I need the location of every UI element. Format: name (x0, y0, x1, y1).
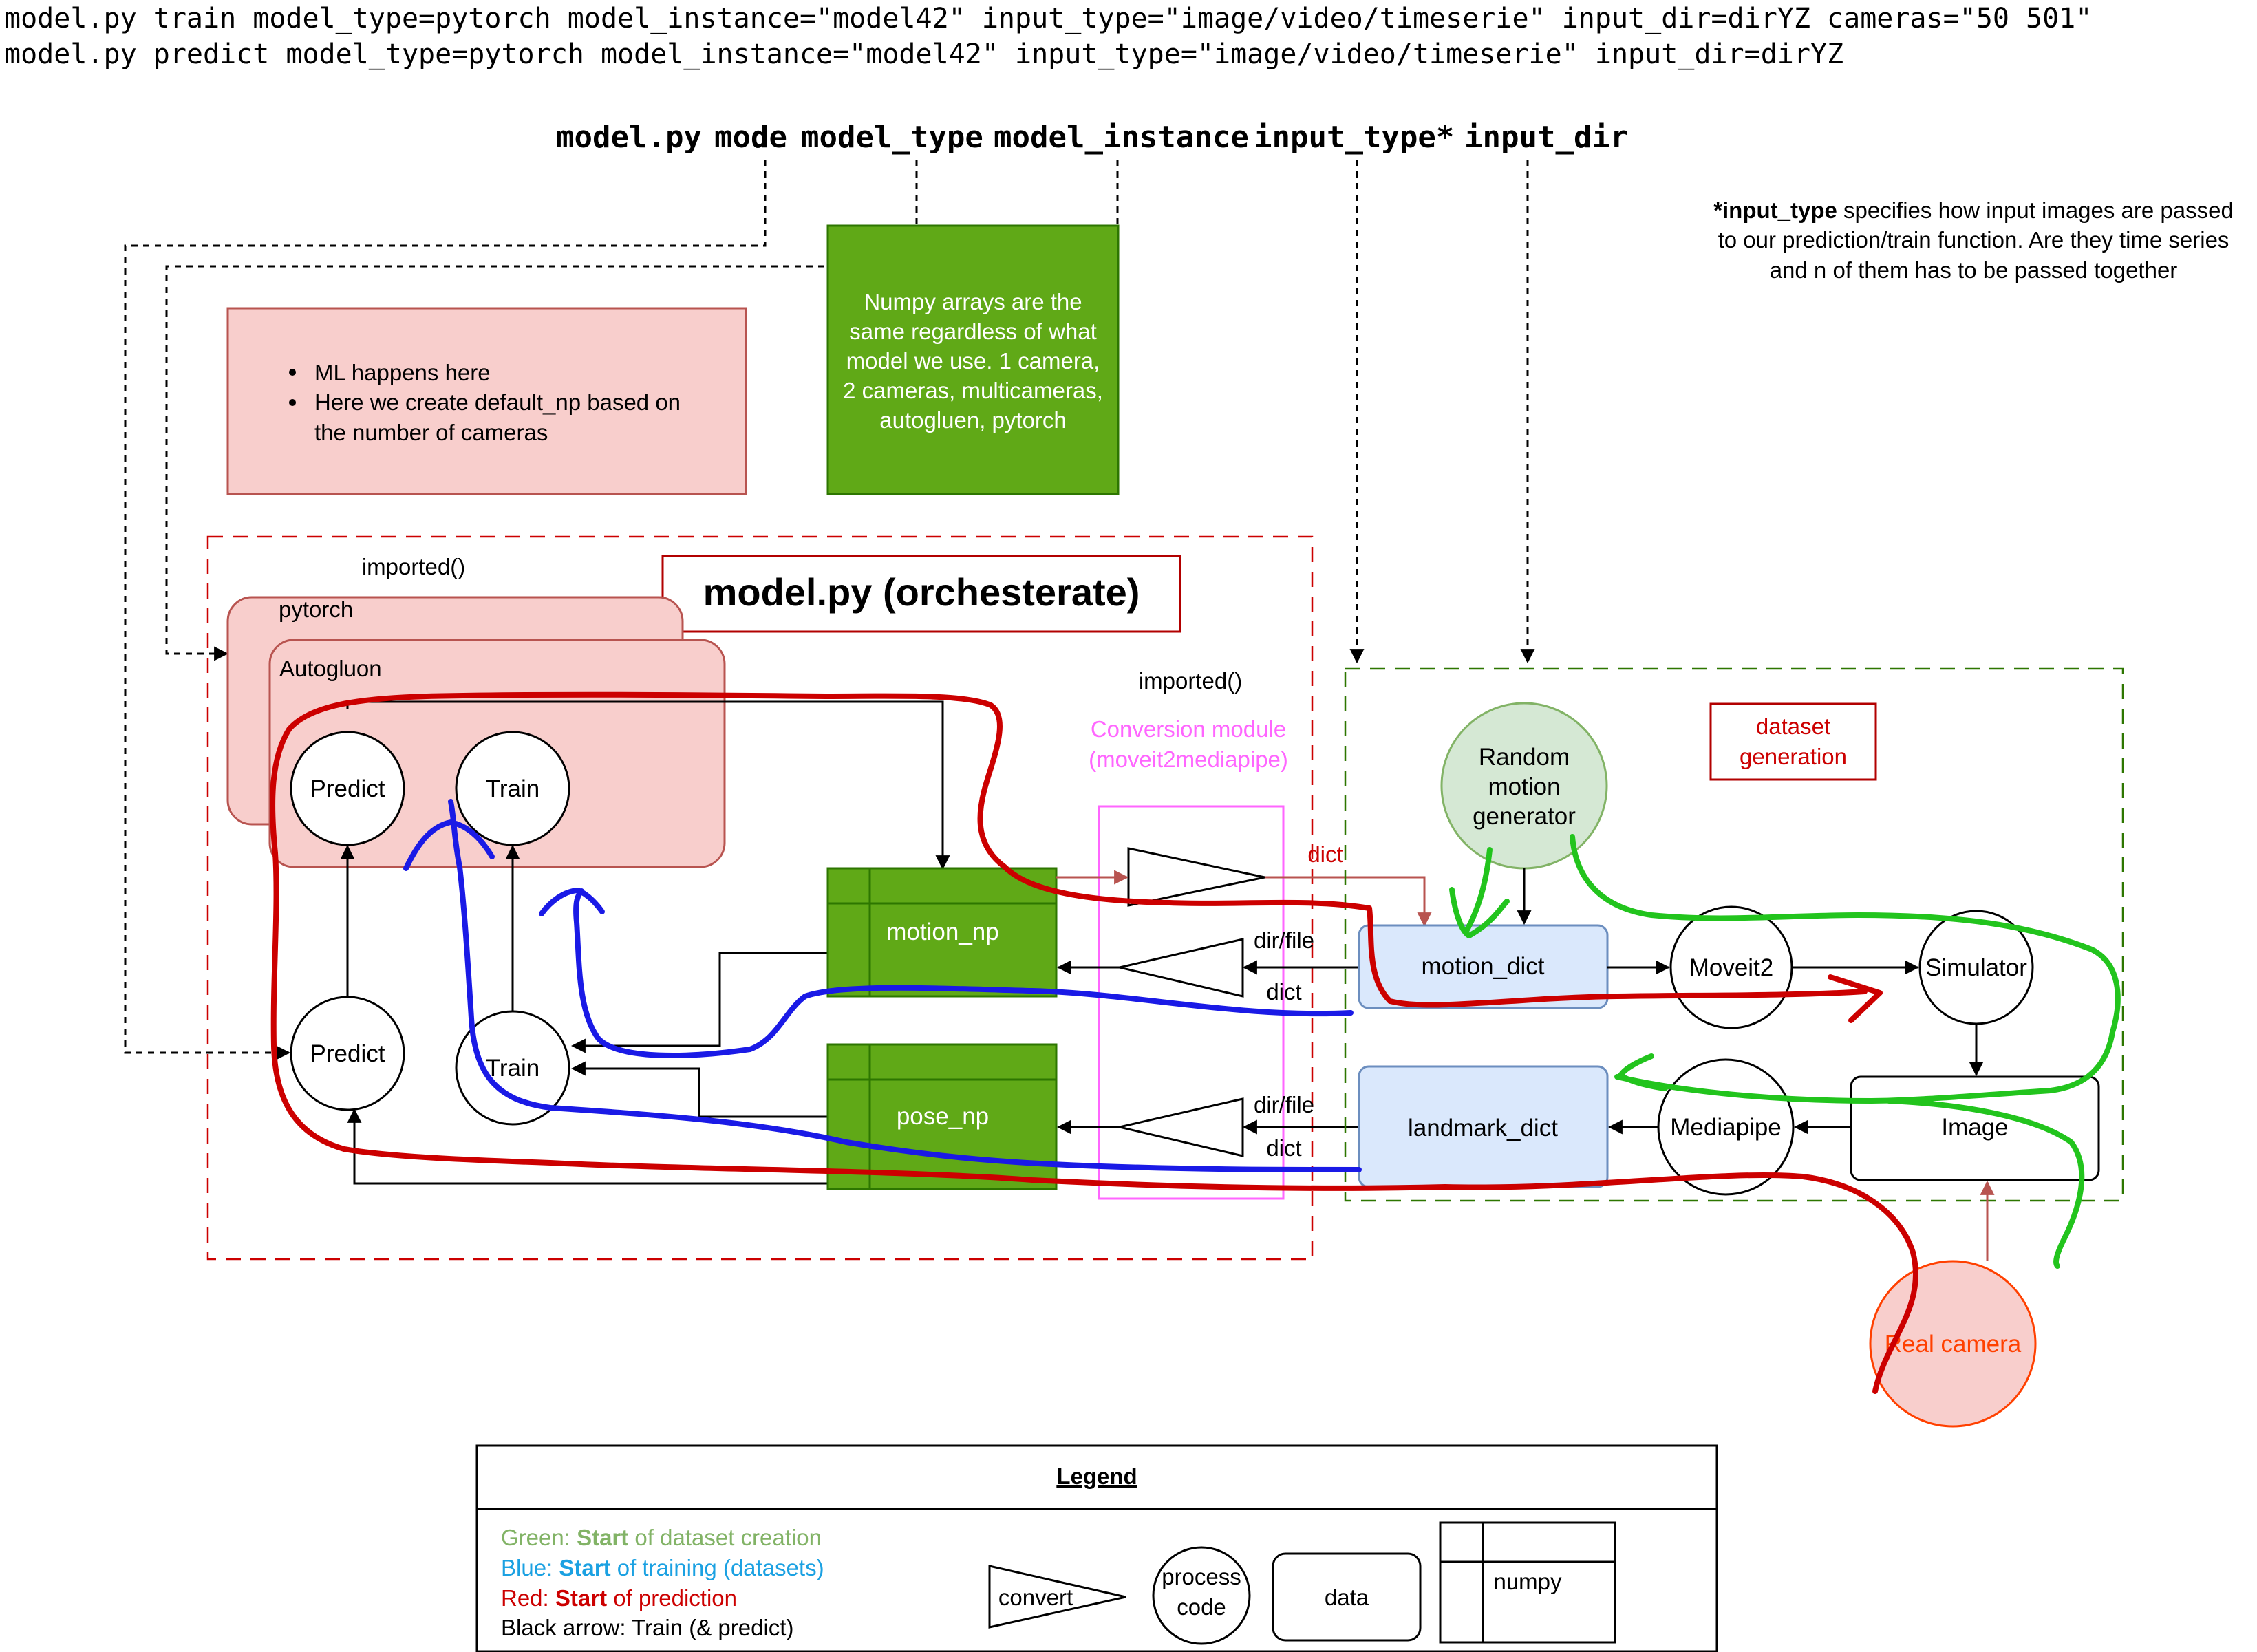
svg-text:Numpy arrays are the: Numpy arrays are the (864, 289, 1082, 314)
dict-bottom-label: dict (1266, 1135, 1301, 1161)
orchestrator-title: model.py (orchesterate) (703, 570, 1140, 614)
cmd-train-text: model.py train model_type=pytorch model_… (4, 3, 2092, 34)
dataset-container (1344, 667, 2124, 1202)
blue-training-path (403, 799, 1362, 1172)
note-line3: and n of them has to be passed together (1770, 257, 2178, 283)
svg-text:Here we create default_np base: Here we create default_np based on (314, 389, 681, 415)
dict-red-label: dict (1307, 841, 1343, 867)
legend-process-shape (1152, 1546, 1251, 1645)
legend-title: Legend (1056, 1463, 1137, 1489)
legend: Legend Green: Start of dataset creation … (475, 1444, 1718, 1652)
predict-top-label: Predict (310, 775, 385, 802)
svg-text:ML happens here: ML happens here (314, 360, 491, 385)
orchestrator-container (206, 535, 1314, 1261)
svg-text:model we use. 1 camera,: model we use. 1 camera, (846, 348, 1100, 374)
real-camera-label: Real camera (1885, 1331, 2022, 1358)
numpy-note-box (826, 224, 1120, 495)
convert-triangle-red (1127, 847, 1265, 907)
legend-green: Green: Start of dataset creation (501, 1525, 822, 1550)
arg-input-dir: input_dir (1464, 120, 1628, 155)
imported-left-label: imported() (362, 554, 465, 579)
numpy-note-text: Numpy arrays are the same regardless of … (843, 289, 1103, 433)
random-label-1: Random (1479, 744, 1570, 771)
green-dataset-path (1449, 834, 2121, 1269)
convert-triangle-motion (1119, 938, 1244, 998)
pose-np-label: pose_np (897, 1103, 989, 1130)
arg-mode: mode (714, 120, 787, 155)
legend-red: Red: Start of prediction (501, 1585, 737, 1611)
dataset-title-box (1709, 702, 1877, 781)
random-label-2: motion (1488, 773, 1560, 800)
legend-black: Black arrow: Train (& predict) (501, 1615, 793, 1640)
dirfile-top-label: dir/file (1254, 927, 1314, 953)
moveit2-label: Moveit2 (1689, 954, 1774, 981)
pytorch-label: pytorch (279, 597, 353, 622)
orchestrator-title-box (661, 555, 1181, 633)
svg-text:autogluen, pytorch: autogluen, pytorch (879, 407, 1067, 433)
legend-convert-shape (988, 1565, 1126, 1629)
legend-numpy-label: numpy (1493, 1569, 1562, 1594)
conversion-arrows (1056, 870, 1432, 1135)
image-label: Image (1941, 1114, 2008, 1141)
legend-blue: Blue: Start of training (datasets) (501, 1555, 824, 1580)
legend-process-1: process (1162, 1564, 1241, 1589)
random-label-3: generator (1473, 803, 1576, 830)
motion-dict-label: motion_dict (1422, 953, 1545, 980)
pose-np-table: pose_np (826, 1043, 1058, 1190)
autogluon-label: Autogluon (279, 656, 382, 681)
imported-conv-label: imported() (1139, 668, 1242, 694)
simulator-label: Simulator (1925, 954, 2027, 981)
arg-script: model.py (556, 120, 702, 155)
motion-np-table: motion_np (826, 867, 1058, 998)
train-bottom-label: Train (486, 1055, 539, 1082)
red-prediction-path (270, 691, 1918, 1394)
legend-data-shape (1272, 1552, 1422, 1642)
svg-text:2 cameras, multicameras,: 2 cameras, multicameras, (843, 378, 1103, 403)
dataset-arrows (1517, 868, 1995, 1261)
conversion-label-2: (moveit2mediapipe) (1089, 747, 1288, 772)
ml-note-text: ML happens here Here we create default_n… (289, 360, 681, 445)
note-line2: to our prediction/train function. Are th… (1718, 227, 2229, 253)
conversion-module-box (1098, 805, 1285, 1200)
mediapipe-label: Mediapipe (1670, 1114, 1782, 1141)
svg-text:the number of cameras: the number of cameras (314, 420, 548, 445)
predict-bottom-label: Predict (310, 1040, 385, 1067)
arg-model-type: model_type (801, 120, 983, 155)
dirfile-bottom-label: dir/file (1254, 1092, 1314, 1117)
input-type-note: *input_type specifies how input images a… (1713, 197, 2234, 283)
dataset-title-1: dataset (1756, 714, 1830, 739)
legend-convert-label: convert (998, 1585, 1073, 1610)
landmark-dict-label: landmark_dict (1408, 1115, 1558, 1141)
train-top-label: Train (486, 775, 539, 802)
convert-triangle-pose (1119, 1097, 1244, 1157)
svg-text:same regardless of what: same regardless of what (849, 319, 1097, 344)
note-line1: *input_type specifies how input images a… (1713, 197, 2234, 223)
dataset-title-2: generation (1740, 744, 1847, 769)
arg-model-instance: model_instance (994, 120, 1249, 155)
legend-process-2: code (1177, 1594, 1226, 1620)
conversion-label-1: Conversion module (1091, 716, 1286, 742)
cmd-predict-text: model.py predict model_type=pytorch mode… (4, 39, 1843, 70)
legend-data-label: data (1325, 1585, 1369, 1610)
motion-np-label: motion_np (886, 919, 998, 945)
dict-top-label: dict (1266, 979, 1301, 1005)
ml-note-box (226, 307, 747, 495)
argument-header: model.py mode model_type model_instance … (556, 120, 1628, 155)
arg-input-type: input_type* (1254, 120, 1454, 155)
legend-numpy-shape (1439, 1521, 1616, 1644)
